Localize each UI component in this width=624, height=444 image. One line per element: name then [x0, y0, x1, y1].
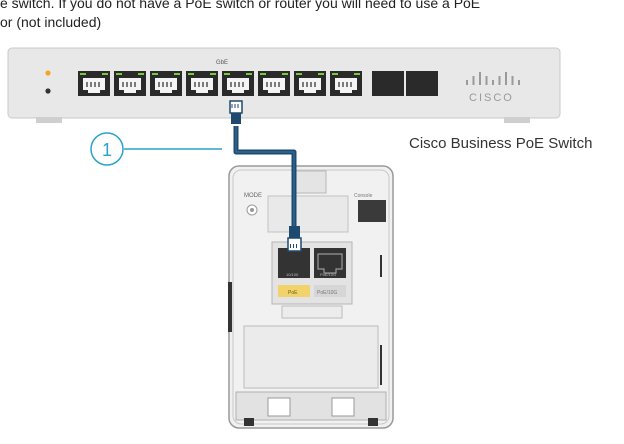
intro-line-2: or (not included)	[0, 14, 102, 30]
console-label: Console	[354, 193, 373, 199]
intro-text: e switch. If you do not have a PoE switc…	[0, 0, 624, 32]
port-label-left: 10/100	[286, 272, 299, 277]
rj45-plug-switch	[229, 100, 243, 124]
port-group-label: GbE	[216, 60, 228, 66]
rj45-port-group	[78, 71, 362, 96]
ap-port-left	[278, 248, 310, 278]
rj45-port	[330, 71, 362, 96]
rj45-port	[150, 71, 182, 96]
rj45-port	[186, 71, 218, 96]
rj45-port	[294, 71, 326, 96]
svg-text:PoE/10G: PoE/10G	[317, 290, 337, 296]
callout-number: 1	[102, 140, 112, 160]
rj45-port	[258, 71, 290, 96]
console-port	[358, 200, 386, 222]
svg-text:CISCO: CISCO	[469, 92, 514, 104]
poe-switch: GbE CISCO	[7, 47, 561, 123]
rj45-port	[222, 71, 254, 96]
svg-text:PoE: PoE	[288, 290, 298, 296]
mode-label: MODE	[244, 193, 262, 199]
rj45-port	[78, 71, 110, 96]
sfp-port-group	[372, 71, 438, 96]
status-led	[45, 70, 51, 76]
access-point: MODE Console 10/100 PoE/10G PoE PoE/10G	[228, 165, 394, 429]
ethernet-cable	[229, 100, 302, 252]
rj45-plug-ap	[287, 226, 302, 252]
cisco-logo: CISCO	[466, 72, 520, 104]
power-led	[45, 88, 51, 94]
intro-line-1: e switch. If you do not have a PoE switc…	[0, 0, 481, 11]
rj45-port	[114, 71, 146, 96]
port-label-right: PoE/10G	[320, 272, 336, 277]
switch-label: Cisco Business PoE Switch	[409, 135, 593, 152]
poe-10g-badge	[314, 285, 346, 297]
callout-1: 1	[90, 132, 222, 166]
sfp-port	[406, 71, 438, 96]
sfp-port	[372, 71, 404, 96]
poe-badge	[278, 285, 310, 297]
